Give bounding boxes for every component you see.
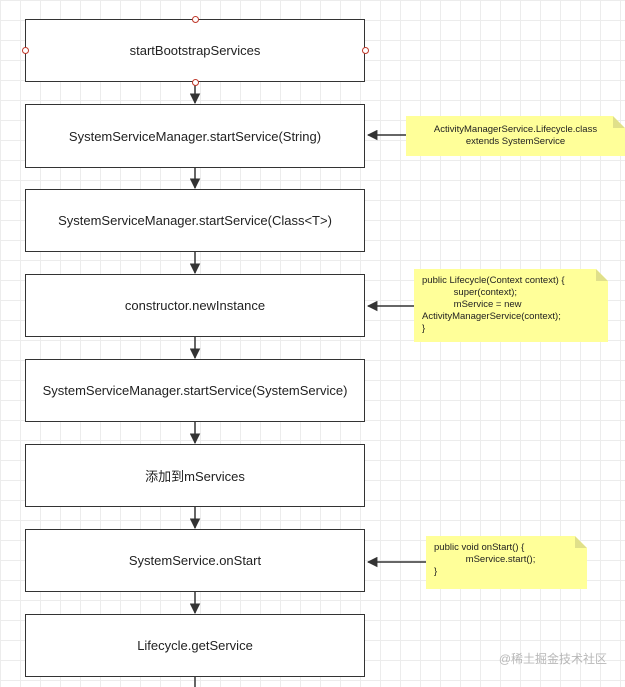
note-lifecycle-class[interactable]: ActivityManagerService.Lifecycle.class e… bbox=[406, 116, 625, 156]
note-lifecycle-constructor[interactable]: public Lifecycle(Context context) { supe… bbox=[414, 269, 608, 342]
note-line: public void onStart() { bbox=[434, 542, 525, 553]
node-label: 添加到mServices bbox=[145, 469, 245, 484]
watermark: @稀土掘金技术社区 bbox=[498, 652, 607, 666]
selection-handle-bottom[interactable] bbox=[191, 78, 199, 86]
note-line: super(context); bbox=[422, 287, 518, 298]
note-line: mService.start(); bbox=[434, 554, 536, 565]
note-line: ActivityManagerService(context); bbox=[422, 311, 561, 322]
node-label: SystemServiceManager.startService(String… bbox=[68, 128, 322, 144]
note-line: } bbox=[434, 566, 438, 577]
note-line: } bbox=[422, 323, 426, 334]
note-line: mService = new bbox=[422, 299, 522, 310]
selection-handle-top[interactable] bbox=[191, 15, 199, 23]
node-label: SystemServiceManager.startService(Class<… bbox=[58, 213, 332, 228]
selection-handle-left[interactable] bbox=[21, 47, 29, 54]
node-ssm-start-service-class[interactable]: SystemServiceManager.startService(Class<… bbox=[25, 189, 365, 252]
selection-handle-right[interactable] bbox=[361, 47, 369, 54]
node-constructor-newinstance[interactable]: constructor.newInstance bbox=[25, 274, 365, 337]
node-start-bootstrap-services[interactable]: startBootstrapServices bbox=[25, 19, 365, 82]
node-ssm-start-service-systemservice[interactable]: SystemServiceManager.startService(System… bbox=[25, 359, 365, 422]
node-label: SystemServiceManager.startService(System… bbox=[42, 383, 348, 398]
node-label: startBootstrapServices bbox=[129, 43, 261, 58]
node-ssm-start-service-string[interactable]: SystemServiceManager.startService(String… bbox=[25, 104, 365, 168]
node-label: constructor.newInstance bbox=[124, 298, 266, 313]
node-add-to-mservices[interactable]: 添加到mServices bbox=[25, 444, 365, 507]
note-line: extends SystemService bbox=[465, 136, 566, 147]
node-systemservice-onstart[interactable]: SystemService.onStart bbox=[25, 529, 365, 592]
note-onstart[interactable]: public void onStart() { mService.start()… bbox=[426, 536, 587, 589]
note-line: ActivityManagerService.Lifecycle.class bbox=[433, 124, 598, 135]
node-label: Lifecycle.getService bbox=[137, 638, 253, 653]
node-label: SystemService.onStart bbox=[128, 553, 262, 568]
node-lifecycle-getservice[interactable]: Lifecycle.getService bbox=[25, 614, 365, 677]
note-line: public Lifecycle(Context context) { bbox=[422, 275, 565, 286]
